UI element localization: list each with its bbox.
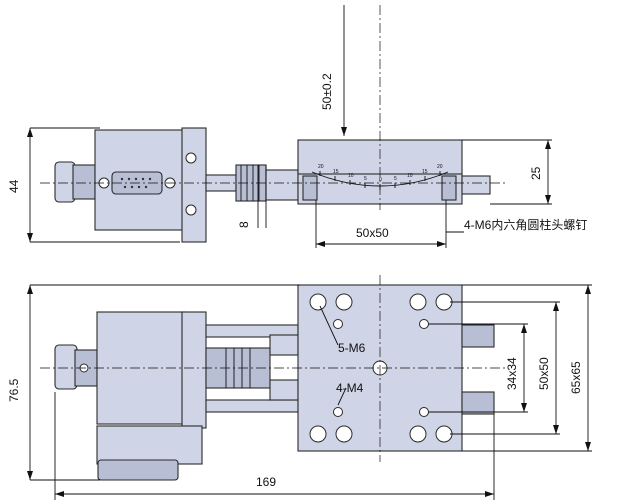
plan-view [40, 275, 505, 481]
dim-depth: 76.5 [7, 378, 21, 402]
dsub-pins [120, 177, 152, 189]
plan-side-lock-bottom [461, 391, 495, 415]
side-lock-screw [461, 175, 491, 195]
hole-m4 [419, 407, 429, 417]
motor-knob-collar [72, 164, 96, 200]
plan-view-dimensions: 5-M6 4-M4 76.5 169 34x34 50x50 [7, 284, 592, 500]
scale-labels: 20 15 10 5 0 5 10 15 20 [318, 164, 443, 183]
hole-m6 [309, 293, 327, 311]
plan-bracket-top [269, 334, 299, 356]
label-holes-m6: 5-M6 [338, 341, 366, 355]
flange-screw-bottom [185, 204, 197, 216]
dim-pitch-50: 50x50 [537, 357, 551, 390]
hole-m6 [309, 425, 327, 443]
plan-knob [54, 344, 78, 390]
scale-tick-label: 5 [394, 176, 397, 182]
plan-connector-body [96, 425, 203, 465]
dim-travel: 50±0.2 [320, 73, 334, 110]
screw-note: 4-M6内六角圆柱头螺钉 [464, 217, 587, 232]
hole-m6 [409, 425, 427, 443]
scale-tick-label: 10 [407, 173, 413, 179]
dim-height: 44 [7, 179, 21, 193]
plan-holes [309, 293, 453, 443]
scale-tick-label: 20 [318, 164, 324, 170]
dim-length: 169 [256, 475, 276, 489]
dim-top-height: 25 [529, 166, 543, 180]
dim-pitch-34: 34x34 [505, 357, 519, 390]
hole-m4 [333, 407, 343, 417]
dim-body-65: 65x65 [569, 361, 583, 394]
side-view: 20 15 10 5 0 5 10 15 20 [40, 5, 505, 243]
plan-motor-flange [181, 311, 207, 429]
hole-m6 [435, 425, 453, 443]
side-clamp-right [441, 175, 457, 201]
label-holes-m4: 4-M4 [336, 381, 364, 395]
scale-tick-label: 15 [422, 169, 428, 175]
scale-tick-label: 10 [348, 173, 354, 179]
scale-tick-label: 20 [437, 164, 443, 170]
dim-table-size: 50x50 [356, 226, 389, 240]
plan-bracket-bottom [269, 379, 299, 401]
flange-screw-top [185, 152, 197, 164]
plan-side-lock-top [461, 324, 495, 348]
hole-m6 [435, 293, 453, 311]
scale-tick-label: 15 [333, 169, 339, 175]
guide-rail-bottom [205, 399, 299, 413]
motor-knob [54, 161, 76, 203]
coupling-bracket [265, 169, 299, 201]
motor-flange [181, 127, 207, 243]
side-view-dimensions: 50±0.2 44 25 8 50x50 4-M6内六角圆柱头螺钉 [7, 5, 587, 248]
scale-tick-label: 5 [364, 176, 367, 182]
side-clamp-left [302, 175, 318, 201]
hole-m4 [333, 319, 343, 329]
dim-gap: 8 [237, 221, 251, 228]
plan-connector-plug [97, 459, 179, 481]
hole-m4 [419, 319, 429, 329]
hole-m6 [335, 293, 353, 311]
scale-tick-label: 0 [379, 177, 382, 183]
hole-m6 [409, 293, 427, 311]
hole-m6 [335, 425, 353, 443]
